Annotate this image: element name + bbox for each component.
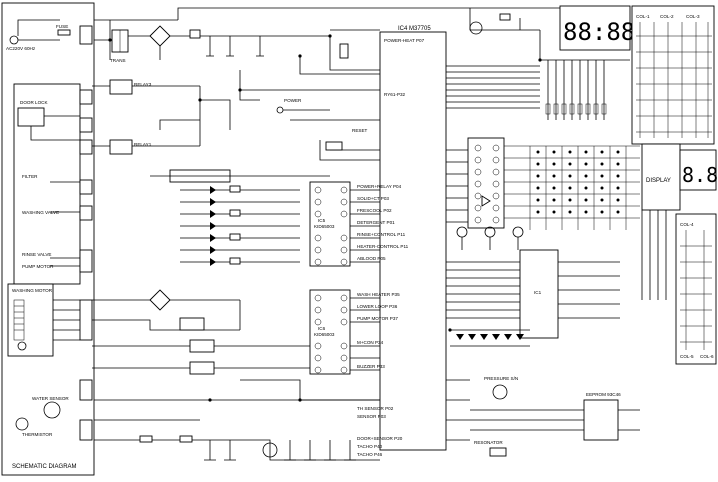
power-label-top: POWER bbox=[284, 98, 302, 103]
svg-text:RINSE+CONTROL P11: RINSE+CONTROL P11 bbox=[357, 232, 406, 237]
svg-text:TACHO P46: TACHO P46 bbox=[357, 452, 383, 457]
relay1 bbox=[109, 139, 133, 155]
pressure-label: PRESSURE S/N bbox=[484, 376, 518, 381]
bridge-rectifier bbox=[149, 25, 171, 47]
pump-motor-label: PUMP MOTOR bbox=[22, 264, 54, 269]
svg-text:COL-5: COL-5 bbox=[680, 354, 694, 359]
ic5-part: KID65003 bbox=[314, 224, 335, 229]
svg-text:SENSOR P03: SENSOR P03 bbox=[357, 414, 386, 419]
led-grid-bottom: COL-4 COL-5 COL-6 bbox=[675, 213, 717, 365]
svg-text:HEATER-CONTROL P11: HEATER-CONTROL P11 bbox=[357, 244, 409, 249]
reset-label: RESET bbox=[352, 128, 368, 133]
ic5-label: IC5 bbox=[318, 218, 326, 223]
mcu-ic4: IC4 M37705 POWER+RELAY P04 SOLID+CT P03 … bbox=[357, 26, 540, 457]
relay3 bbox=[109, 79, 133, 95]
washing-motor-block bbox=[7, 283, 54, 357]
washing-motor-internal bbox=[13, 299, 27, 351]
svg-text:POWER-HEAT P07: POWER-HEAT P07 bbox=[384, 38, 425, 43]
ic4-left-ports: POWER+RELAY P04 SOLID+CT P03 FRESCOOL P0… bbox=[357, 184, 409, 457]
svg-text:BUZZER P33: BUZZER P33 bbox=[357, 364, 385, 369]
led-matrix-middle bbox=[467, 137, 640, 230]
ic6-label: IC6 bbox=[318, 326, 326, 331]
seven-seg-display-top: 88:88 bbox=[559, 5, 635, 51]
thermistor-label: THERMISTOR bbox=[22, 432, 53, 437]
bottom-left-section bbox=[94, 399, 380, 461]
svg-text:WASH HEATER P35: WASH HEATER P35 bbox=[357, 292, 400, 297]
ic6-part: KID65003 bbox=[314, 332, 335, 337]
display-label: DISPLAY bbox=[646, 178, 671, 184]
svg-text:COL-6: COL-6 bbox=[700, 354, 714, 359]
fuse-label: FUSE bbox=[56, 24, 68, 29]
seven-seg-top-value: 88:88 bbox=[563, 18, 635, 46]
svg-text:COL-3: COL-3 bbox=[686, 14, 700, 19]
top-power-section: TRANS RELAY3 RELAY1 POWER RESET bbox=[92, 7, 450, 161]
trans-label: TRANS bbox=[110, 58, 126, 63]
buzzer-section bbox=[450, 7, 630, 120]
junction-dots bbox=[108, 34, 542, 402]
svg-text:TACHO P40: TACHO P40 bbox=[357, 444, 383, 449]
svg-text:RY61-P32: RY61-P32 bbox=[384, 92, 406, 97]
svg-text:SOLID+CT P03: SOLID+CT P03 bbox=[357, 196, 389, 201]
relay1-label: RELAY1 bbox=[134, 142, 152, 147]
relay-driver-section: IC5 KID65003 IC6 KID65003 bbox=[92, 169, 380, 401]
svg-text:COL-1: COL-1 bbox=[636, 14, 650, 19]
svg-text:ABLOOD P05: ABLOOD P05 bbox=[357, 256, 386, 261]
washing-motor-label: WASHING MOTOR bbox=[12, 288, 53, 293]
ic1-label: IC1 bbox=[534, 290, 542, 295]
seven-seg-right-value: 8.8 bbox=[682, 163, 718, 187]
svg-text:DOOR+SENSOR P20: DOOR+SENSOR P20 bbox=[357, 436, 403, 441]
water-sensor-label: WATER SENSOR bbox=[32, 396, 69, 401]
rinse-valve-label: RINSE VALVE bbox=[22, 252, 51, 257]
ic5-array bbox=[309, 181, 351, 267]
led-grid-top: COL-1 COL-2 COL-3 bbox=[631, 5, 715, 145]
eeprom-section: EEPROM 93C46 PRESSURE S/N RESONATOR bbox=[470, 376, 640, 457]
washing-valve-label: WASHING VALVE bbox=[22, 210, 59, 215]
ic4-label: IC4 M37705 bbox=[398, 26, 431, 32]
svg-text:COL-2: COL-2 bbox=[660, 14, 674, 19]
svg-text:PUMP MOTOR P37: PUMP MOTOR P37 bbox=[357, 316, 398, 321]
svg-text:TH SENSOR P02: TH SENSOR P02 bbox=[357, 406, 394, 411]
power-input: AC220V 60Hz FUSE bbox=[6, 19, 71, 51]
svg-text:LOWER LOOP P36: LOWER LOOP P36 bbox=[357, 304, 398, 309]
ic4-top-pins: POWER-HEAT P07 RY61-P32 bbox=[384, 38, 425, 97]
diode-column bbox=[180, 185, 300, 266]
display-module: DISPLAY 8.8 bbox=[641, 143, 718, 300]
svg-text:DETERGENT P01: DETERGENT P01 bbox=[357, 220, 395, 225]
resonator bbox=[489, 447, 507, 457]
ic1-driver: IC1 bbox=[456, 226, 620, 339]
resonator-label: RESONATOR bbox=[474, 440, 503, 445]
svg-text:POWER+RELAY P04: POWER+RELAY P04 bbox=[357, 184, 402, 189]
svg-text:FRESCOOL P02: FRESCOOL P02 bbox=[357, 208, 392, 213]
svg-text:M+CON P34: M+CON P34 bbox=[357, 340, 384, 345]
left-connectors: FILTER WASHING VALVE RINSE VALVE PUMP MO… bbox=[12, 25, 93, 441]
door-lock-label: DOOR LOCK bbox=[20, 100, 49, 105]
diode-row bbox=[450, 329, 530, 347]
relay3-label: RELAY3 bbox=[134, 82, 152, 87]
power-label: AC220V 60Hz bbox=[6, 46, 36, 51]
ic6-array bbox=[309, 289, 351, 375]
door-lock-block: DOOR LOCK bbox=[17, 100, 80, 141]
svg-text:COL-4: COL-4 bbox=[680, 222, 694, 227]
filter-label: FILTER bbox=[22, 174, 38, 179]
pressure-sensor bbox=[492, 384, 508, 400]
eeprom-label: EEPROM 93C46 bbox=[586, 392, 621, 397]
diagram-title: SCHEMATIC DIAGRAM bbox=[12, 464, 77, 470]
